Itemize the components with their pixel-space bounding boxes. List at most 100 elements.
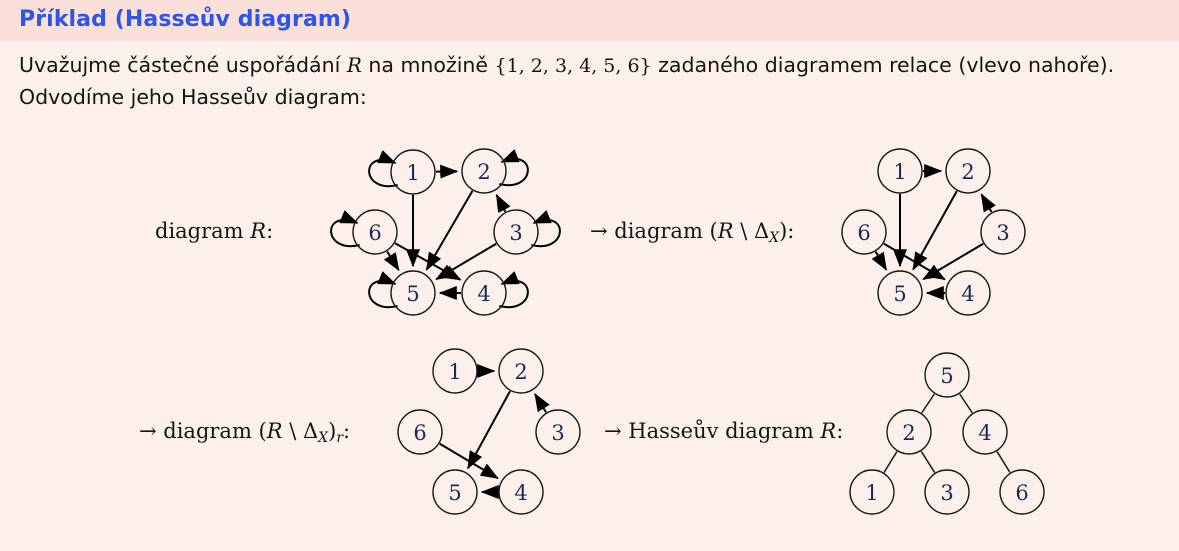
node-circle-4 [461, 270, 507, 316]
node-circle-6 [397, 409, 443, 455]
node-5: 5 [924, 352, 970, 398]
node-label-2: 2 [514, 360, 527, 384]
node-3: 3 [493, 209, 539, 255]
node-label-6: 6 [857, 221, 870, 245]
node-4: 4 [498, 469, 544, 515]
node-3: 3 [924, 469, 970, 515]
node-circle-4 [945, 270, 991, 316]
node-circle-1 [390, 149, 436, 195]
node-5: 5 [390, 270, 436, 316]
body-line1-part2: na množině [361, 53, 495, 77]
graph-diagram-r: 1 2 6 3 5 4 [330, 148, 561, 316]
node-6: 6 [397, 409, 443, 455]
node-label-6: 6 [1015, 481, 1028, 505]
node-label-5: 5 [940, 364, 953, 388]
node-circle-5 [390, 270, 436, 316]
node-6: 6 [999, 469, 1045, 515]
edge-3-to-5 [922, 242, 984, 281]
slide-title: Příklad (Hasseův diagram) [19, 7, 352, 32]
node-4: 4 [962, 409, 1008, 455]
self-loop-5 [368, 271, 398, 309]
edge-4-to-5 [959, 393, 973, 414]
node-circle-3 [924, 469, 970, 515]
node-label-4: 4 [978, 421, 991, 445]
node-label-5: 5 [406, 282, 419, 306]
node-2: 2 [886, 409, 932, 455]
graph-diagram-r-minus-delta-r: 1 2 6 3 5 4 [397, 348, 581, 515]
label-diagram-r-minus-delta: → diagram (R \ ΔX): [590, 219, 795, 246]
node-circle-1 [849, 469, 895, 515]
node-label-5: 5 [893, 282, 906, 306]
node-circle-1 [877, 148, 923, 194]
edge-2-to-5 [912, 190, 958, 271]
node-6: 6 [841, 209, 887, 255]
node-label-4: 4 [961, 282, 974, 306]
self-loop-3 [531, 210, 561, 248]
node-label-6: 6 [368, 221, 381, 245]
node-4: 4 [945, 270, 991, 316]
node-circle-4 [498, 469, 544, 515]
node-circle-2 [945, 148, 991, 194]
node-circle-2 [498, 348, 544, 394]
node-label-1: 1 [893, 160, 906, 184]
node-label-3: 3 [551, 421, 564, 445]
node-label-3: 3 [996, 221, 1009, 245]
node-label-2: 2 [961, 160, 974, 184]
label-hasse-diagram-r: → Hasseův diagram R: [604, 419, 844, 443]
edge-2-to-5 [425, 190, 474, 271]
edge-6-to-4 [996, 451, 1011, 473]
node-label-4: 4 [477, 282, 490, 306]
body-math-r: R [346, 53, 362, 77]
node-6: 6 [352, 209, 398, 255]
edge-6-to-4 [439, 442, 499, 480]
edge-3-to-5 [435, 242, 497, 281]
node-1: 1 [390, 149, 436, 195]
edge-3-to-2 [980, 193, 996, 213]
node-1: 1 [432, 348, 478, 394]
self-loop-1 [368, 150, 398, 188]
node-circle-6 [352, 209, 398, 255]
node-1: 1 [849, 469, 895, 515]
node-circle-6 [999, 469, 1045, 515]
node-label-3: 3 [940, 481, 953, 505]
body-math-set: {1, 2, 3, 4, 5, 6} [494, 55, 652, 77]
edge-6-to-4 [394, 242, 462, 281]
node-2: 2 [945, 148, 991, 194]
graph-diagram-r-minus-delta: 1 2 6 3 5 4 [841, 148, 1026, 316]
graph-hasse-diagram-r: 52 4 1 3 6 [849, 352, 1045, 515]
self-loop-6 [330, 210, 360, 248]
node-circle-1 [432, 348, 478, 394]
node-label-5: 5 [448, 481, 461, 505]
slide-title-bar: Příklad (Hasseův diagram) [0, 0, 1179, 41]
slide-body-text: Uvažujme částečné uspořádání R na množin… [19, 50, 1169, 113]
node-circle-4 [962, 409, 1008, 455]
self-loop-2 [499, 149, 529, 187]
node-3: 3 [535, 409, 581, 455]
edge-1-to-2 [883, 451, 898, 473]
node-circle-5 [877, 270, 923, 316]
label-diagram-r-minus-delta-r: → diagram (R \ ΔX)r: [139, 419, 351, 446]
node-label-1: 1 [448, 360, 461, 384]
node-label-1: 1 [865, 481, 878, 505]
node-label-3: 3 [509, 221, 522, 245]
node-5: 5 [877, 270, 923, 316]
edge-3-to-2 [920, 451, 936, 473]
edge-6-to-5 [871, 251, 888, 271]
node-label-1: 1 [406, 161, 419, 185]
node-2: 2 [461, 148, 507, 194]
node-circle-3 [493, 209, 539, 255]
node-circle-6 [841, 209, 887, 255]
body-line2: nahoře). Odvodíme jeho Hasseův diagram: [19, 53, 1115, 109]
node-circle-2 [886, 409, 932, 455]
node-1: 1 [877, 148, 923, 194]
edge-2-to-5 [467, 390, 511, 470]
edge-6-to-5 [383, 250, 400, 272]
body-line1-part1: Uvažujme částečné uspořádání [19, 53, 347, 77]
node-circle-2 [461, 148, 507, 194]
node-circle-3 [535, 409, 581, 455]
node-label-2: 2 [477, 160, 490, 184]
edge-3-to-2 [534, 393, 550, 413]
node-5: 5 [432, 469, 478, 515]
edge-3-to-2 [495, 193, 511, 214]
